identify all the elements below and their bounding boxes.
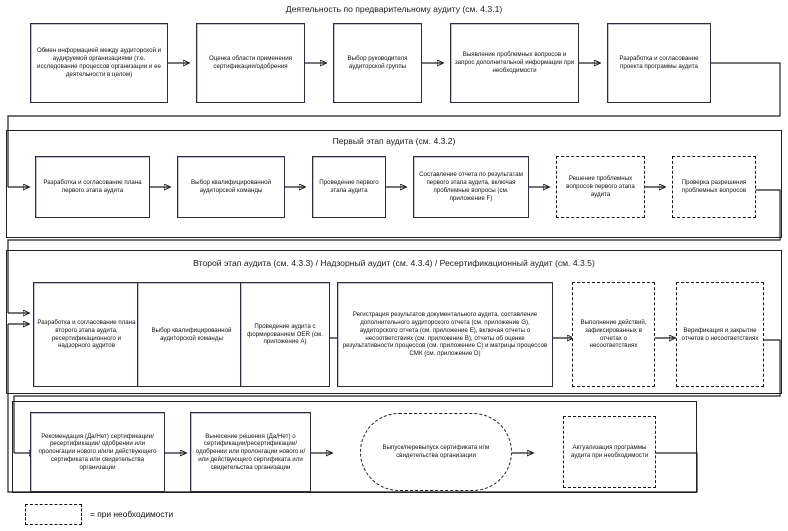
section-title-stage-2: Второй этап аудита (см. 4.3.3) / Надзорн… (193, 258, 595, 268)
node-n9-label: Составление отчета по результатам первог… (419, 171, 523, 202)
node-n17-label: Верификация и закрытие отчетов о несоотв… (681, 326, 759, 342)
node-n7[interactable]: Выбор квалифицированной аудиторской кома… (177, 156, 285, 218)
node-n5-label: Разработка и согласование проекта програ… (619, 55, 699, 70)
node-n16-label: Выполнение действий, зафиксированных в о… (580, 318, 647, 350)
node-n15[interactable]: Регистрация результатов документального … (337, 282, 553, 387)
node-n20[interactable]: Выпуск/перевыпуск сертификата или свидет… (360, 413, 512, 491)
node-n21-label: Актуализация программы аудита при необхо… (570, 444, 649, 459)
node-n11[interactable]: Проверка разрешения проблемных вопросов (672, 156, 756, 218)
node-n1[interactable]: Обмен информацией между аудиторской и ау… (30, 23, 168, 103)
node-n13-label: Выбор квалифицированной аудиторской кома… (151, 326, 232, 342)
node-n16[interactable]: Выполнение действий, зафиксированных в о… (572, 282, 655, 387)
node-n12-label: Разработка и согласование плана второго … (37, 318, 136, 350)
node-n9[interactable]: Составление отчета по результатам первог… (413, 156, 529, 218)
node-n10-label: Решение проблемных вопросов первого этап… (566, 175, 635, 198)
node-n19[interactable]: Вынесение решения (Да/Нет) о сертификаци… (190, 412, 311, 492)
node-n6-label: Разработка и согласование плана первого … (43, 179, 142, 194)
section-title-pre-audit: Деятельность по предварительному аудиту … (285, 4, 503, 14)
node-n17[interactable]: Верификация и закрытие отчетов о несоотв… (676, 282, 764, 387)
node-n6[interactable]: Разработка и согласование плана первого … (35, 156, 150, 218)
node-n13[interactable]: Выбор квалифицированной аудиторской кома… (137, 282, 246, 387)
node-n18-label: Рекомендация (Да/Нет) сертификации/ресер… (38, 432, 157, 471)
node-n10[interactable]: Решение проблемных вопросов первого этап… (556, 156, 645, 218)
section-band-stage-2 (6, 250, 782, 394)
section-title-stage-1: Первый этап аудита (см. 4.3.2) (332, 136, 456, 146)
node-n18[interactable]: Рекомендация (Да/Нет) сертификации/ресер… (30, 412, 165, 492)
node-n15-label: Регистрация результатов документального … (342, 311, 548, 358)
node-n3-label: Выбор руководителя аудиторской группы (347, 55, 408, 70)
node-n12[interactable]: Разработка и согласование плана второго … (33, 282, 140, 387)
node-n2[interactable]: Оценка области применения сертификации/о… (196, 23, 305, 103)
legend-label: = при необходимости (90, 509, 174, 519)
node-n3[interactable]: Выбор руководителя аудиторской группы (333, 23, 422, 103)
section-band-stage-1 (6, 130, 782, 238)
node-n1-label: Обмен информацией между аудиторской и ау… (36, 47, 162, 78)
node-n11-label: Проверка разрешения проблемных вопросов (681, 179, 747, 194)
node-n2-label: Оценка области применения сертификации/о… (208, 55, 293, 70)
node-n7-label: Выбор квалифицированной аудиторской кома… (191, 179, 271, 194)
node-n8[interactable]: Проведение первого этапа аудита (312, 156, 386, 218)
node-n21[interactable]: Актуализация программы аудита при необхо… (563, 416, 656, 488)
node-n14-label: Проведение аудита с формированием OER (с… (247, 322, 323, 346)
section-band-decision (12, 401, 697, 493)
node-n4[interactable]: Выявление проблемных вопросов и запрос д… (450, 23, 579, 103)
node-n14[interactable]: Проведение аудита с формированием OER (с… (240, 282, 330, 387)
node-n5[interactable]: Разработка и согласование проекта програ… (607, 23, 711, 103)
node-n20-label: Выпуск/перевыпуск сертификата или свидет… (382, 444, 490, 459)
node-n4-label: Выявление проблемных вопросов и запрос д… (454, 51, 575, 74)
legend-dashed-swatch (25, 504, 82, 525)
node-n8-label: Проведение первого этапа аудита (319, 179, 379, 194)
node-n19-label: Вынесение решения (Да/Нет) о сертификаци… (195, 432, 306, 471)
